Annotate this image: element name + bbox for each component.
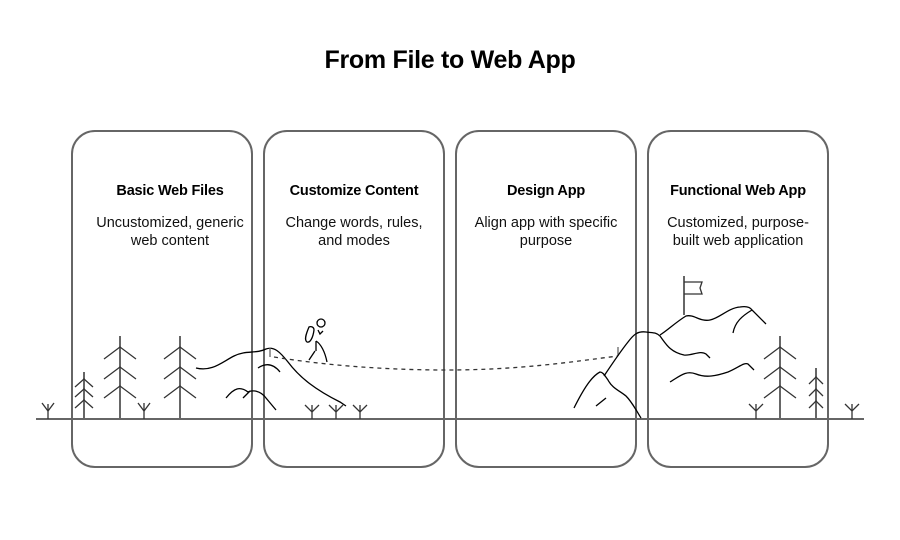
stage-description: Uncustomized, generic web content (96, 215, 244, 249)
right-mountain (573, 305, 767, 419)
summit-flag-icon (683, 276, 703, 315)
stage-description: Change words, rules, and modes (285, 215, 423, 249)
sprout-icon (844, 403, 860, 419)
stage-cards (71, 130, 829, 468)
stage-card-2 (263, 130, 445, 468)
stage-description: Customized, purpose-built web applicatio… (667, 215, 809, 249)
diagram-title: From File to Web App (324, 46, 576, 74)
sprout-icon (137, 402, 151, 419)
sprout-icon (352, 404, 368, 419)
stage-heading: Design App (506, 183, 586, 199)
sprout-icon (304, 404, 320, 419)
stage-heading: Functional Web App (670, 183, 806, 199)
stage-3-text: Design App Align app with specific purpo… (456, 182, 636, 250)
sprout-icon (328, 404, 344, 419)
stage-description: Align app with specific purpose (474, 215, 618, 249)
stage-1-text: Basic Web Files Uncustomized, generic we… (80, 182, 260, 250)
stage-card-4 (647, 130, 829, 468)
pine-tree-icon (808, 368, 824, 419)
sprout-icon (41, 402, 55, 419)
left-mountain (195, 347, 347, 411)
pine-tree-icon (103, 336, 137, 419)
stage-4-text: Functional Web App Customized, purpose-b… (648, 182, 828, 250)
sprout-icon (748, 403, 764, 419)
pine-tree-icon (163, 336, 197, 419)
stage-2-text: Customize Content Change words, rules, a… (264, 182, 444, 250)
stage-card-3 (455, 130, 637, 468)
hiker-icon (304, 318, 328, 363)
stage-card-1 (71, 130, 253, 468)
pine-tree-icon (74, 372, 94, 419)
pine-tree-icon (763, 336, 797, 419)
dashed-trail (273, 355, 619, 371)
stage-heading: Basic Web Files (116, 183, 224, 199)
stage-heading: Customize Content (289, 183, 419, 199)
